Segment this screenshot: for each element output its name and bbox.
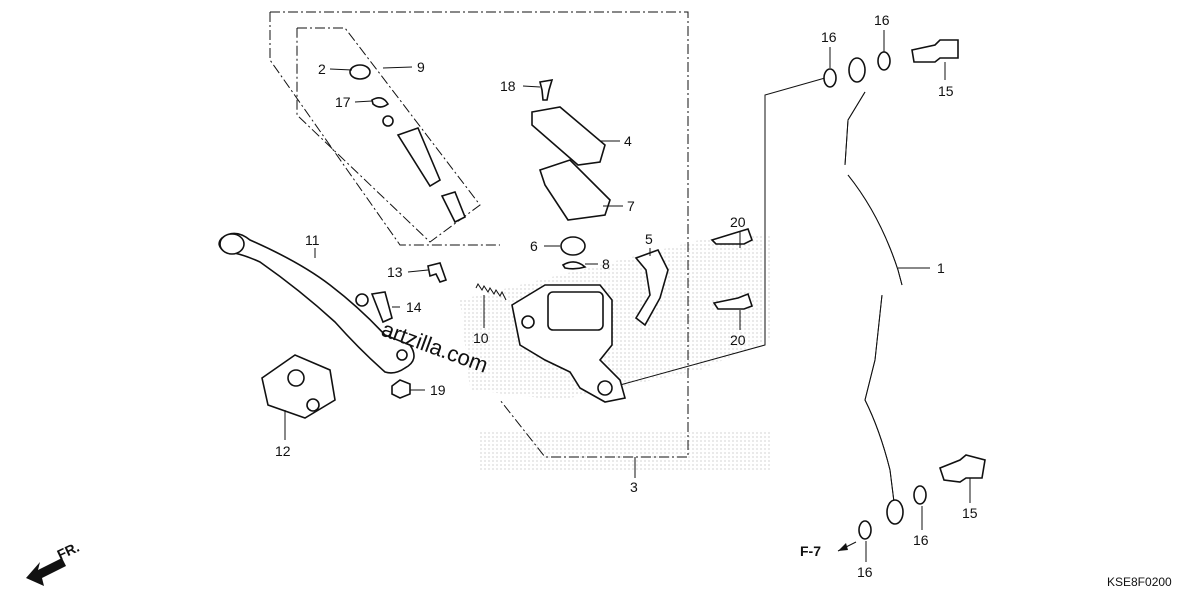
- callout-15-lower: 15: [962, 505, 978, 521]
- callout-9: 9: [417, 59, 425, 75]
- washer-upper-right: [877, 51, 891, 71]
- stop-switch: [355, 291, 393, 324]
- callout-2: 2: [318, 61, 326, 77]
- stipple-background: [460, 235, 770, 470]
- boot: [634, 249, 669, 327]
- callout-10: 10: [473, 330, 489, 346]
- callout-20-upper: 20: [730, 214, 746, 230]
- pivot-nut: [391, 379, 411, 399]
- diagram-code: KSE8F0200: [1107, 575, 1172, 589]
- callout-3: 3: [630, 479, 638, 495]
- hose-reference-line: [619, 77, 826, 386]
- callout-16-upper-right: 16: [874, 12, 890, 28]
- diaphragm: [560, 236, 586, 256]
- callout-11: 11: [305, 232, 320, 248]
- reference-label: F-7: [800, 543, 821, 559]
- callout-6: 6: [530, 238, 538, 254]
- reference-arrow-icon: [838, 543, 848, 551]
- callout-19: 19: [430, 382, 446, 398]
- callout-16-lower-right: 16: [913, 532, 929, 548]
- retaining-clip: [561, 261, 587, 270]
- callout-18: 18: [500, 78, 516, 94]
- brake-hose: [844, 57, 904, 525]
- callout-12: 12: [275, 443, 291, 459]
- leader-lines: [284, 30, 971, 562]
- callout-4: 4: [624, 133, 632, 149]
- holder-bolt-upper: [710, 228, 753, 245]
- lever-holder: [261, 354, 336, 419]
- callout-20-lower: 20: [730, 332, 746, 348]
- callout-1: 1: [937, 260, 945, 276]
- assembly-outline: [269, 11, 689, 478]
- washer-lower-right: [913, 485, 927, 505]
- pivot-bolt: [427, 262, 448, 283]
- reservoir-cap: [531, 106, 606, 166]
- callout-15-upper: 15: [938, 83, 954, 99]
- diaphragm-plate: [538, 159, 611, 221]
- washer-upper-left: [823, 68, 837, 88]
- callout-14: 14: [406, 299, 422, 315]
- direction-arrow-icon: [26, 558, 66, 586]
- callout-16-lower-left: 16: [857, 564, 873, 580]
- cap-screw: [539, 78, 554, 101]
- callout-8: 8: [602, 256, 610, 272]
- piston-kit: [349, 64, 467, 224]
- banjo-bolt-upper: [911, 39, 959, 63]
- brake-lever: [218, 232, 415, 374]
- reference-f7: F-7: [800, 541, 857, 559]
- banjo-bolt-lower: [939, 454, 986, 483]
- callout-13: 13: [387, 264, 403, 280]
- washer-lower-left: [858, 520, 872, 540]
- front-direction-indicator: FR.: [26, 539, 82, 586]
- callout-16-upper-left: 16: [821, 29, 837, 45]
- callout-5: 5: [645, 231, 653, 247]
- master-cylinder: [511, 284, 627, 403]
- callout-7: 7: [627, 198, 635, 214]
- return-spring: [475, 283, 507, 301]
- holder-bolt-lower: [712, 292, 754, 310]
- direction-label: FR.: [55, 539, 82, 563]
- callout-17: 17: [335, 94, 351, 110]
